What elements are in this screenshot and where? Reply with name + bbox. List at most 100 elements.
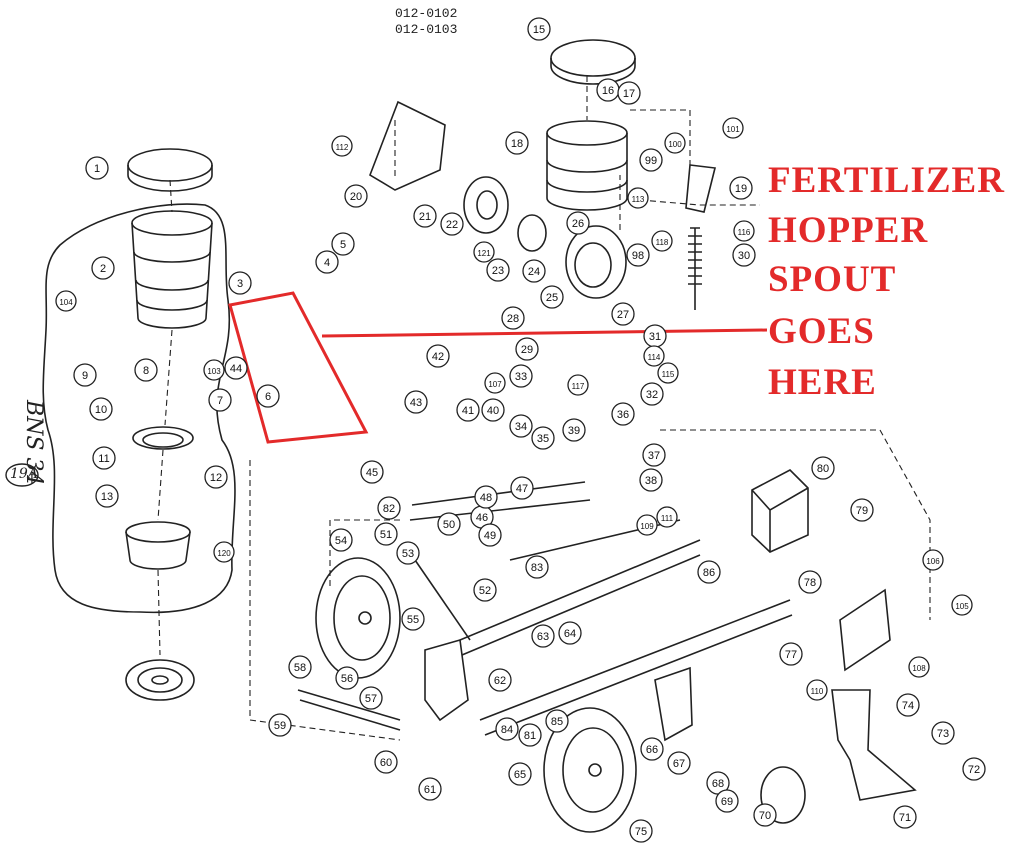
svg-text:25: 25 — [546, 292, 558, 304]
svg-text:53: 53 — [402, 548, 414, 560]
svg-text:56: 56 — [341, 673, 353, 685]
part-label-75: 75 — [629, 819, 653, 843]
svg-text:68: 68 — [712, 778, 724, 790]
circled-note-ring — [5, 463, 39, 487]
part-label-37: 37 — [642, 443, 666, 467]
svg-text:48: 48 — [480, 492, 492, 504]
part-label-2: 2 — [91, 256, 115, 280]
part-label-121: 121 — [473, 241, 495, 263]
svg-text:100: 100 — [668, 140, 682, 149]
part-label-15: 15 — [527, 17, 551, 41]
part-label-112: 112 — [331, 135, 353, 157]
svg-text:75: 75 — [635, 826, 647, 838]
svg-text:66: 66 — [646, 744, 658, 756]
part-label-13: 13 — [95, 484, 119, 508]
part-label-55: 55 — [401, 607, 425, 631]
svg-text:60: 60 — [380, 757, 392, 769]
part-label-118: 118 — [651, 230, 673, 252]
svg-text:38: 38 — [645, 475, 657, 487]
part-label-79: 79 — [850, 498, 874, 522]
part-code-1: 012-0102 — [395, 6, 458, 21]
part-label-28: 28 — [501, 306, 525, 330]
part-label-105: 105 — [951, 594, 973, 616]
svg-text:98: 98 — [632, 250, 644, 262]
part-label-29: 29 — [515, 337, 539, 361]
svg-text:15: 15 — [533, 24, 545, 36]
part-label-66: 66 — [640, 737, 664, 761]
part-label-21: 21 — [413, 204, 437, 228]
part-label-33: 33 — [509, 364, 533, 388]
part-label-85: 85 — [545, 709, 569, 733]
part-label-68: 68 — [706, 771, 730, 795]
part-label-39: 39 — [562, 418, 586, 442]
svg-text:78: 78 — [804, 577, 816, 589]
part-label-12: 12 — [204, 465, 228, 489]
part-label-64: 64 — [558, 621, 582, 645]
svg-text:6: 6 — [265, 391, 271, 403]
svg-text:9: 9 — [82, 370, 88, 382]
svg-text:86: 86 — [703, 567, 715, 579]
callout-line-2: HOPPER — [768, 210, 929, 251]
svg-text:55: 55 — [407, 614, 419, 626]
part-label-19: 19 — [729, 176, 753, 200]
svg-text:101: 101 — [726, 125, 740, 134]
gear-22 — [463, 176, 509, 234]
hopper-outline — [42, 203, 236, 614]
hopper-lid — [127, 148, 213, 182]
part-label-115: 115 — [657, 362, 679, 384]
part-label-56: 56 — [335, 666, 359, 690]
part-label-81: 81 — [518, 723, 542, 747]
part-label-70: 70 — [753, 803, 777, 827]
svg-text:51: 51 — [380, 529, 392, 541]
svg-text:2: 2 — [100, 263, 106, 275]
part-label-120: 120 — [213, 541, 235, 563]
callout-line-5: HERE — [768, 362, 877, 403]
svg-text:54: 54 — [335, 535, 347, 547]
svg-text:64: 64 — [564, 628, 576, 640]
svg-text:27: 27 — [617, 309, 629, 321]
highlight-leader — [321, 328, 768, 338]
part-label-40: 40 — [481, 398, 505, 422]
callout-line-3: SPOUT — [768, 259, 897, 300]
svg-text:34: 34 — [515, 421, 527, 433]
svg-text:13: 13 — [101, 491, 113, 503]
part-label-38: 38 — [639, 468, 663, 492]
svg-text:82: 82 — [383, 503, 395, 515]
svg-text:21: 21 — [419, 211, 431, 223]
drive-housing — [565, 225, 627, 299]
part-label-74: 74 — [896, 693, 920, 717]
svg-text:58: 58 — [294, 662, 306, 674]
chute-20 — [369, 100, 446, 191]
part-label-61: 61 — [418, 777, 442, 801]
part-label-6: 6 — [256, 384, 280, 408]
svg-text:65: 65 — [514, 769, 526, 781]
svg-text:71: 71 — [899, 812, 911, 824]
svg-text:24: 24 — [528, 266, 540, 278]
svg-text:31: 31 — [649, 331, 661, 343]
part-label-59: 59 — [268, 713, 292, 737]
part-label-34: 34 — [509, 414, 533, 438]
circled-note: 19A — [10, 466, 38, 482]
svg-text:115: 115 — [662, 370, 675, 379]
part-label-99: 99 — [639, 148, 663, 172]
part-label-17: 17 — [617, 81, 641, 105]
svg-text:114: 114 — [648, 353, 661, 362]
part-label-72: 72 — [962, 757, 986, 781]
highlight-box — [228, 291, 369, 444]
svg-text:117: 117 — [572, 382, 585, 391]
svg-text:84: 84 — [501, 724, 513, 736]
svg-text:79: 79 — [856, 505, 868, 517]
svg-text:36: 36 — [617, 409, 629, 421]
svg-text:77: 77 — [785, 649, 797, 661]
svg-text:44: 44 — [230, 363, 242, 375]
svg-text:42: 42 — [432, 351, 444, 363]
part-label-24: 24 — [522, 259, 546, 283]
frame-rail-a — [459, 539, 701, 641]
svg-text:11: 11 — [98, 453, 109, 465]
svg-text:28: 28 — [507, 313, 519, 325]
svg-text:121: 121 — [477, 249, 491, 258]
top-hopper-body — [546, 133, 628, 211]
part-label-54: 54 — [329, 528, 353, 552]
part-label-83: 83 — [525, 555, 549, 579]
